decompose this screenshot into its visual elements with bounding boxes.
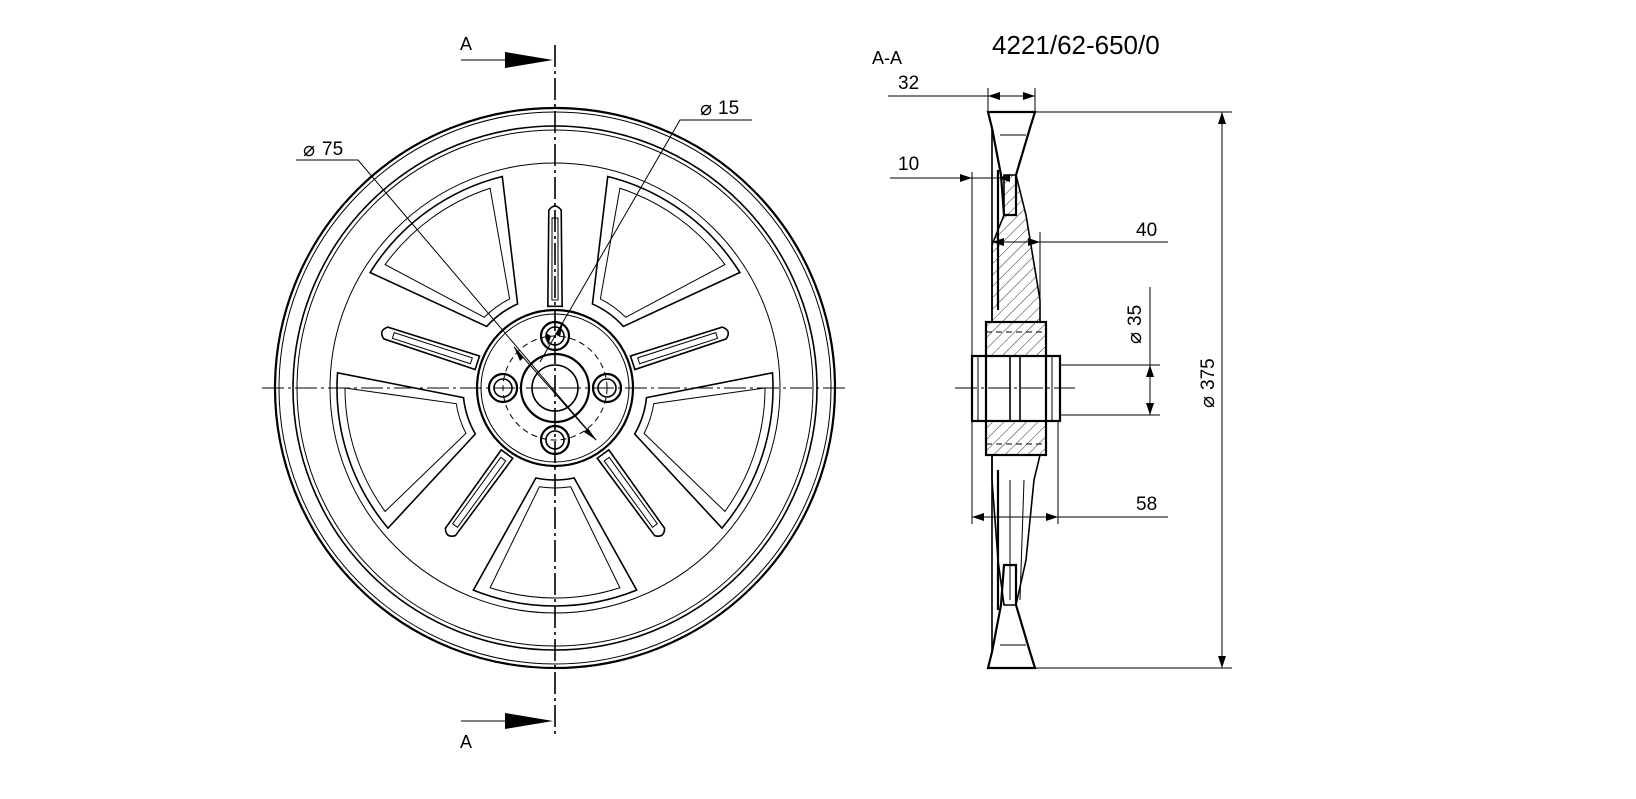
web-windows xyxy=(336,175,774,607)
pitch-circle-dim-text: 75 xyxy=(322,139,343,160)
part-number: 4221/62-650/0 xyxy=(992,30,1160,60)
spoke xyxy=(380,326,481,371)
web-window xyxy=(336,371,477,530)
web-thickness-text: 40 xyxy=(1136,220,1157,241)
bore-dim-symbol: ⌀ xyxy=(1124,332,1146,344)
front-view: A A ⌀ 75 ⌀ 15 xyxy=(262,34,848,752)
bolt-hole-dim-text: 15 xyxy=(718,98,739,119)
spoke xyxy=(596,448,666,538)
web-window xyxy=(368,175,519,328)
section-cut-marker-bottom: A xyxy=(460,713,553,752)
web-window xyxy=(633,371,774,530)
spoke-rib xyxy=(451,456,507,528)
section-view: 4221/62-650/0 A-A xyxy=(872,30,1232,670)
dimension-web-offset: 10 xyxy=(890,154,1010,356)
hub-length-text: 58 xyxy=(1136,494,1157,515)
web-section-upper xyxy=(991,174,1041,323)
web-window xyxy=(472,477,638,607)
dimension-outer-diameter: ⌀ 375 xyxy=(1035,111,1232,669)
spoke xyxy=(444,448,514,538)
web-window xyxy=(591,175,742,328)
bolt-hole-dim-symbol: ⌀ xyxy=(700,98,712,120)
dimension-bolt-hole: ⌀ 15 xyxy=(539,98,752,363)
spokes xyxy=(380,205,730,538)
web-window-inner-edge xyxy=(489,486,621,599)
spoke xyxy=(629,326,730,371)
outer-diameter-dim-symbol: ⌀ xyxy=(1197,396,1219,408)
dimension-bore: ⌀ 35 xyxy=(1060,287,1160,416)
spoke xyxy=(547,205,563,308)
section-label: A-A xyxy=(872,48,902,68)
web-offset-text: 10 xyxy=(898,154,919,175)
cut-label-top: A xyxy=(460,34,472,54)
dimension-hub-ring-width: 32 xyxy=(888,73,1036,112)
web-section-lower xyxy=(991,454,1042,606)
spoke-rib xyxy=(637,332,719,365)
web-window-inner-edge xyxy=(643,387,766,513)
spoke-rib xyxy=(551,217,559,301)
cut-label-bottom: A xyxy=(460,732,472,752)
bore-dim-text: 35 xyxy=(1125,305,1146,326)
rim-profile-bottom xyxy=(986,563,1037,670)
dimension-web-thickness: 40 xyxy=(992,220,1168,300)
web-window-inner-edge xyxy=(384,187,511,318)
hub-ring-width-text: 32 xyxy=(898,73,919,94)
web-window-inner-edge xyxy=(599,187,726,318)
section-cut-marker-top: A xyxy=(460,34,553,68)
dimension-pitch-circle: ⌀ 75 xyxy=(296,139,597,441)
web-window-inner-edge xyxy=(344,387,467,513)
spoke-rib xyxy=(391,332,473,365)
spoke-rib xyxy=(603,456,659,528)
hub-section xyxy=(970,320,1062,457)
outer-diameter-dim-text: 375 xyxy=(1198,358,1219,390)
dimension-hub-length: 58 xyxy=(971,421,1168,524)
pitch-circle-dim-symbol: ⌀ xyxy=(303,139,315,161)
